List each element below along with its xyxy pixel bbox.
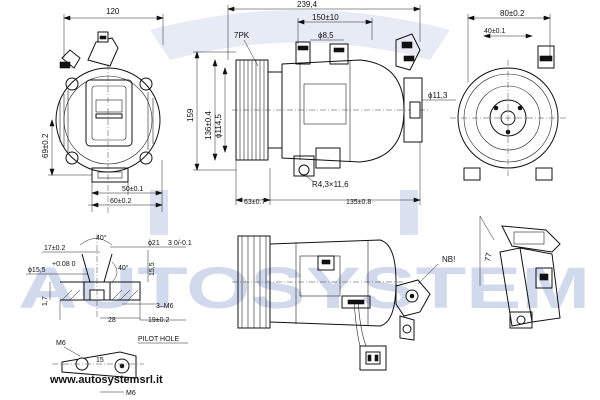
- pilot-depth: 15: [96, 357, 104, 364]
- pilot-thread-top: M6: [56, 340, 66, 347]
- front-width-dim: 120: [106, 7, 120, 16]
- dia-17-dim: 17±0.2: [44, 245, 65, 252]
- boss-dia-dim: ϕ11,3: [428, 91, 448, 100]
- len-28-dim: 28: [108, 317, 116, 324]
- front-offset-a-dim: 50±0.1: [122, 186, 143, 193]
- height-17-dim: 1,7: [42, 296, 49, 306]
- mount-hole-dim: R4,3×11,6: [312, 180, 349, 189]
- front-height-dim: 69±0.2: [41, 133, 50, 158]
- len-19-dim: 19±0.2: [148, 317, 169, 324]
- belt-profile-label: 7PK: [234, 31, 250, 40]
- front-offset-b-dim: 60±0.2: [110, 198, 131, 205]
- port-dia-dim: ϕ8,5: [318, 31, 334, 40]
- flange-height-dim: 159: [186, 108, 195, 122]
- angle-top-dim: 40°: [96, 234, 107, 242]
- rear-inner-dim: 40±0.1: [484, 28, 505, 35]
- side-view: 239,4 150±10 ϕ8,5 7PK 159 136±0.4 ϕ114,5: [186, 0, 456, 206]
- angled-view: 77: [479, 215, 561, 329]
- offset-front-dim: 63±0.7: [244, 199, 265, 206]
- watermark-emblem: [150, 10, 450, 60]
- overall-length-dim: 239,4: [297, 0, 318, 9]
- dia-15-dim: ϕ15,5: [28, 267, 46, 274]
- watermark-text: AUTOSYSTEM: [18, 256, 590, 321]
- lower-note-label: NB!: [442, 255, 455, 264]
- front-view: 120 69±0.2: [41, 7, 164, 214]
- pulley-dia-1-dim: 136±0.4: [204, 111, 213, 140]
- watermark: AUTOSYSTEM: [18, 10, 590, 321]
- offset-rear-dim: 135±0.8: [346, 199, 371, 206]
- depth-155-dim: 15,5: [149, 262, 156, 276]
- pilot-thread-bottom: M6: [126, 390, 136, 397]
- rear-view: 80±0.2 40±0.1: [450, 9, 566, 181]
- tol-21-dim: 3 0/-0.1: [168, 240, 192, 247]
- angle-mid-dim: 40°: [118, 264, 129, 272]
- website-url: www.autosystemsrl.it: [49, 374, 163, 386]
- dia-21-dim: ϕ21: [148, 240, 160, 247]
- thread-dim: 3–M6: [156, 303, 174, 310]
- pulley-dia-2-dim: ϕ114,5: [214, 114, 223, 138]
- lower-view: NB!: [232, 235, 455, 371]
- angle-77-dim: 77: [483, 251, 494, 262]
- port-detail-section: 40° 40° 17±0.2 ϕ21 3 0/-0.1 ϕ15,5 +0.08 …: [26, 234, 192, 324]
- pilot-hole-detail: PILOT HOLE M6 15 M6: [52, 336, 188, 397]
- port-spacing-dim: 150±10: [312, 13, 339, 22]
- pilot-label: PILOT HOLE: [138, 336, 179, 343]
- tol-15-dim: +0.08 0: [52, 261, 76, 268]
- rear-width-dim: 80±0.2: [500, 9, 525, 18]
